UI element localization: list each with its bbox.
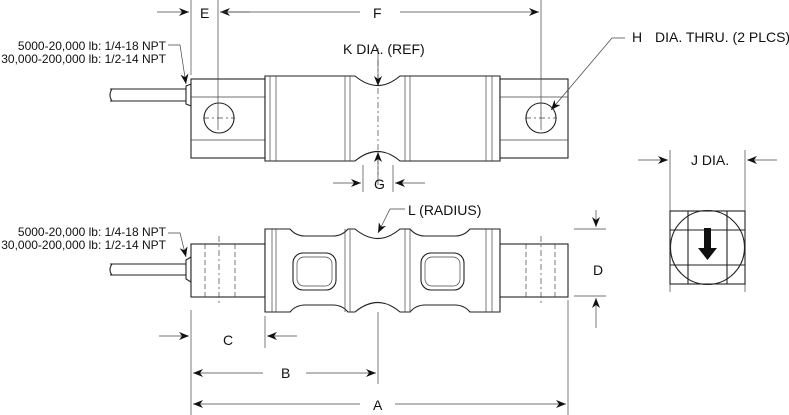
top-right-block (499, 78, 569, 159)
top-body (264, 75, 501, 162)
dim-l: L (RADIUS) (408, 202, 482, 218)
top-cable-note: 5000-20,000 lb: 1/4-18 NPT 30,000-200,00… (1, 40, 166, 66)
arrow-down-icon (698, 228, 717, 260)
dim-k: K DIA. (REF) (343, 41, 425, 57)
note-line: 30,000-200,000 lb: 1/2-14 NPT (1, 238, 166, 252)
bottom-body (264, 228, 501, 313)
top-left-block (190, 78, 266, 159)
bottom-left-window (292, 252, 337, 291)
note-line: 30,000-200,000 lb: 1/2-14 NPT (1, 52, 166, 66)
dim-h-note: DIA. THRU. (2 PLCS) (655, 29, 789, 45)
bottom-cable-note: 5000-20,000 lb: 1/4-18 NPT 30,000-200,00… (1, 226, 166, 252)
dim-f: F (373, 5, 382, 21)
bottom-left-block (190, 243, 266, 298)
bottom-right-window (420, 252, 465, 291)
note-line: 5000-20,000 lb: 1/4-18 NPT (17, 225, 166, 239)
bottom-view (109, 228, 569, 313)
note-line: 5000-20,000 lb: 1/4-18 NPT (17, 39, 166, 53)
dim-g: G (374, 176, 385, 192)
bottom-right-block (499, 243, 569, 298)
dim-j: J DIA. (691, 152, 730, 168)
dim-c: C (223, 332, 234, 348)
dim-h: H (632, 29, 643, 45)
top-view (109, 60, 569, 175)
dim-d: D (593, 262, 604, 278)
end-view (638, 150, 777, 292)
dim-a: A (373, 397, 383, 413)
dim-b: B (281, 365, 291, 381)
top-cable (109, 88, 186, 102)
dim-e: E (200, 5, 210, 21)
